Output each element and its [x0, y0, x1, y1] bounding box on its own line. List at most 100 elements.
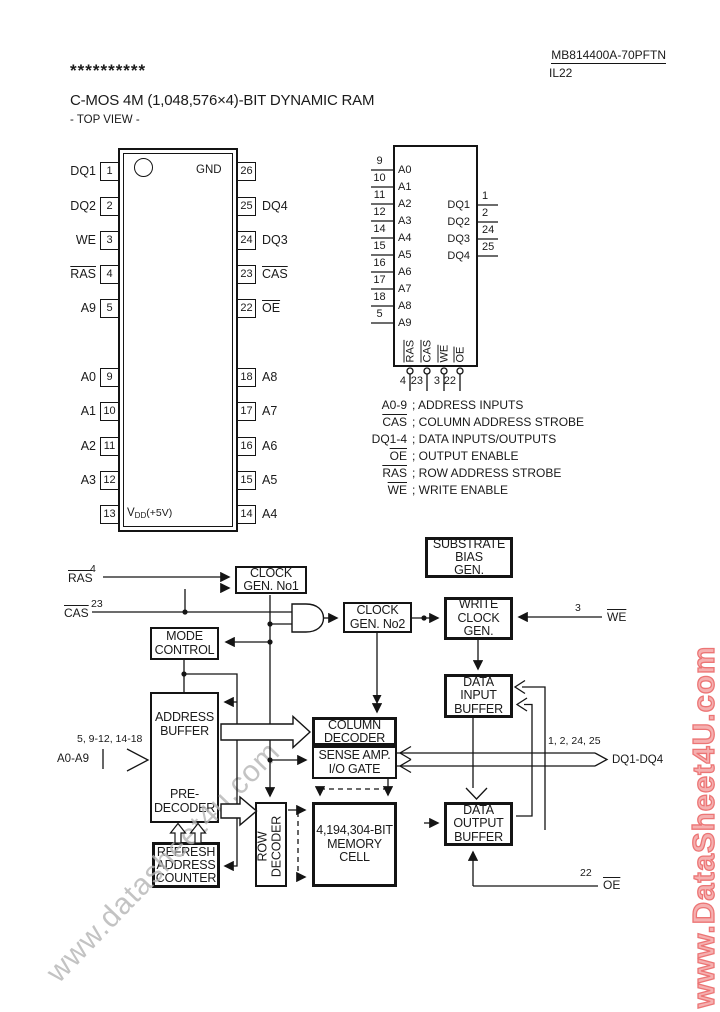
dip-pin-18: 18 — [237, 368, 256, 387]
dip-label-cas: CAS — [262, 267, 288, 281]
page-subtitle: - TOP VIEW - — [70, 114, 140, 126]
logic-num-a7: 17 — [373, 274, 386, 286]
address-bus-label: A0-A9 — [57, 753, 89, 765]
stars-mark: ********** — [70, 61, 147, 80]
logic-label-we: WE — [438, 344, 451, 363]
logic-label-a7: A7 — [398, 283, 412, 295]
dip-label-dq2: DQ2 — [70, 199, 96, 213]
dip-label-a3: A3 — [80, 473, 96, 487]
logic-num-a8: 18 — [373, 291, 386, 303]
logic-label-a3: A3 — [398, 215, 412, 227]
logic-label-dq4: DQ4 — [447, 250, 470, 262]
dip-pin-11: 11 — [100, 437, 119, 456]
dip-label-a8: A8 — [262, 370, 278, 384]
legend-term-dq14: DQ1-4 — [371, 432, 407, 446]
cas-pin-number: 23 — [91, 598, 103, 610]
logic-label-a8: A8 — [398, 300, 412, 312]
logic-num-a1: 10 — [373, 172, 386, 184]
logic-bnum-cas: 23 — [410, 375, 423, 387]
dip-label-a1: A1 — [80, 404, 96, 418]
logic-bnum-we: 3 — [433, 375, 440, 387]
address-pin-numbers: 5, 9-12, 14-18 — [77, 733, 143, 745]
logic-label-dq2: DQ2 — [447, 216, 470, 228]
pin1-indicator-circle — [134, 158, 153, 177]
dip-pin-15: 15 — [237, 471, 256, 490]
dip-label-oe: OE — [262, 301, 281, 315]
cas-signal-label: CAS — [64, 606, 89, 620]
page-title: C-MOS 4M (1,048,576×4)-BIT DYNAMIC RAM — [70, 92, 375, 109]
logic-num-a6: 16 — [373, 257, 386, 269]
logic-num-dq3: 24 — [482, 224, 495, 236]
legend-term-ras: RAS — [382, 466, 407, 480]
part-number: MB814400A-70PFTN — [551, 48, 666, 64]
dip-label-dq4: DQ4 — [262, 199, 288, 213]
block-clock-gen1: CLOCK GEN. No1 — [235, 566, 307, 594]
dip-label-a9: A9 — [80, 301, 96, 315]
vdd-dd: DD — [134, 511, 147, 520]
legend-term-cas: CAS — [382, 415, 407, 429]
block-memory-cell: 4,194,304-BIT MEMORY CELL — [312, 802, 397, 887]
dip-pin-12: 12 — [100, 471, 119, 490]
vdd-label: VDD(+5V) — [127, 507, 172, 520]
block-substrate-bias-gen: SUBSTRATE BIAS GEN. — [425, 537, 513, 578]
logic-label-oe: OE — [454, 346, 467, 363]
oe-signal-label: OE — [603, 878, 621, 892]
logic-label-cas: CAS — [421, 339, 434, 363]
logic-label-dq1: DQ1 — [447, 199, 470, 211]
block-address-buffer-predecoder: ADDRESS BUFFER PRE- DECODER — [150, 692, 219, 823]
dip-package-outline — [118, 148, 238, 532]
logic-num-dq2: 2 — [482, 207, 489, 219]
legend-term-a09: A0-9 — [381, 398, 407, 412]
dip-pin-23: 23 — [237, 265, 256, 284]
logic-num-dq1: 1 — [482, 190, 489, 202]
dip-pin-10: 10 — [100, 402, 119, 421]
dip-label-we: WE — [75, 233, 96, 247]
dip-label-dq3: DQ3 — [262, 233, 288, 247]
dip-pin-22: 22 — [237, 299, 256, 318]
dip-pin-24: 24 — [237, 231, 256, 250]
legend-desc-oe: ; OUTPUT ENABLE — [412, 449, 519, 463]
logic-num-a4: 14 — [373, 223, 386, 235]
block-sense-amp-io-gate: SENSE AMP. I/O GATE — [312, 746, 397, 779]
block-clock-gen2: CLOCK GEN. No2 — [343, 602, 412, 633]
dip-label-a2: A2 — [80, 439, 96, 453]
dip-pin-16: 16 — [237, 437, 256, 456]
logic-num-a2: 11 — [373, 189, 386, 201]
legend-term-oe: OE — [389, 449, 407, 463]
block-write-clock-gen: WRITE CLOCK GEN. — [444, 597, 513, 640]
dip-pin-26: 26 — [237, 162, 256, 181]
oe-pin-number: 22 — [580, 867, 592, 879]
dq-bus-label: DQ1-DQ4 — [612, 754, 664, 766]
dip-label-a4: A4 — [262, 507, 278, 521]
dip-label-a6: A6 — [262, 439, 278, 453]
logic-label-a5: A5 — [398, 249, 412, 261]
row-decoder-label: ROW DECODER — [255, 815, 284, 878]
logic-num-a3: 12 — [373, 206, 386, 218]
logic-label-a6: A6 — [398, 266, 412, 278]
legend-desc-cas: ; COLUMN ADDRESS STROBE — [412, 415, 585, 429]
dip-label-a0: A0 — [80, 370, 96, 384]
legend-desc-ras: ; ROW ADDRESS STROBE — [412, 466, 562, 480]
dip-pin-5: 5 — [100, 299, 119, 318]
logic-num-a5: 15 — [373, 240, 386, 252]
dip-label-a7: A7 — [262, 404, 278, 418]
sense-amp-memory-links — [314, 779, 394, 797]
logic-label-a4: A4 — [398, 232, 412, 244]
dip-package-inner-outline — [123, 153, 233, 527]
dip-pin-14: 14 — [237, 505, 256, 524]
logic-num-a9: 5 — [376, 308, 383, 320]
logic-label-dq3: DQ3 — [447, 233, 470, 245]
and-gate — [270, 603, 339, 633]
logic-symbol-outline — [393, 145, 478, 367]
address-buffer-label: ADDRESS BUFFER — [154, 710, 215, 738]
clock-gen1-trunk — [224, 595, 308, 798]
dip-label-a5: A5 — [262, 473, 278, 487]
block-refresh-address-counter: REFRESH ADDRESS COUNTER — [152, 842, 220, 888]
logic-label-a1: A1 — [398, 181, 412, 193]
dq-bus — [397, 745, 609, 774]
dip-pin-9: 9 — [100, 368, 119, 387]
doc-code: IL22 — [549, 66, 573, 80]
we-pin-number: 3 — [575, 602, 581, 614]
block-data-output-buffer: DATA OUTPUT BUFFER — [444, 802, 513, 846]
